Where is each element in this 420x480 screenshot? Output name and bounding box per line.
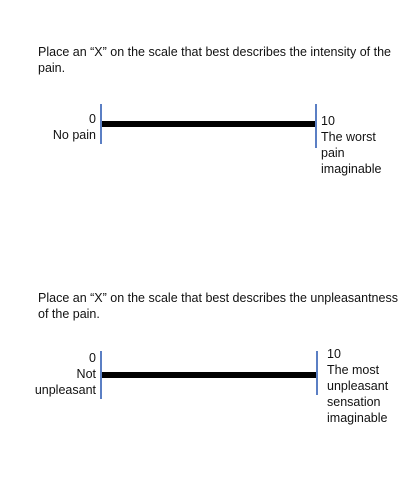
intensity-right-value: 10 (321, 114, 335, 128)
unpleasantness-left-label-1: Not (76, 367, 96, 381)
intensity-right-label-1: The worst (321, 130, 376, 144)
intensity-left-value: 0 (89, 112, 96, 126)
intensity-scale[interactable]: 0 No pain 10 The worst pain imaginable (0, 100, 420, 220)
unpleasantness-right-label-1: The most (327, 363, 380, 377)
unpleasantness-scale-line[interactable] (102, 372, 316, 378)
unpleasantness-left-label-2: unpleasant (34, 383, 96, 397)
unpleasantness-right-value: 10 (327, 347, 341, 361)
unpleasantness-right-tick (316, 351, 318, 395)
unpleasantness-right-label-2: unpleasant (327, 379, 389, 393)
intensity-right-label-3: imaginable (321, 162, 382, 176)
intensity-instruction: Place an “X” on the scale that best desc… (38, 45, 391, 75)
intensity-right-tick (315, 104, 317, 148)
unpleasantness-right-label-4: imaginable (327, 411, 388, 425)
intensity-left-tick (100, 104, 102, 144)
intensity-left-label: No pain (52, 128, 96, 142)
unpleasantness-scale[interactable]: 0 Not unpleasant 10 The most unpleasant … (0, 345, 420, 465)
unpleasantness-right-label-3: sensation (327, 395, 381, 409)
intensity-right-label-2: pain (321, 146, 345, 160)
intensity-scale-line[interactable] (102, 121, 315, 127)
unpleasantness-instruction: Place an “X” on the scale that best desc… (38, 291, 398, 321)
unpleasantness-left-tick (100, 351, 102, 399)
unpleasantness-left-value: 0 (89, 351, 96, 365)
